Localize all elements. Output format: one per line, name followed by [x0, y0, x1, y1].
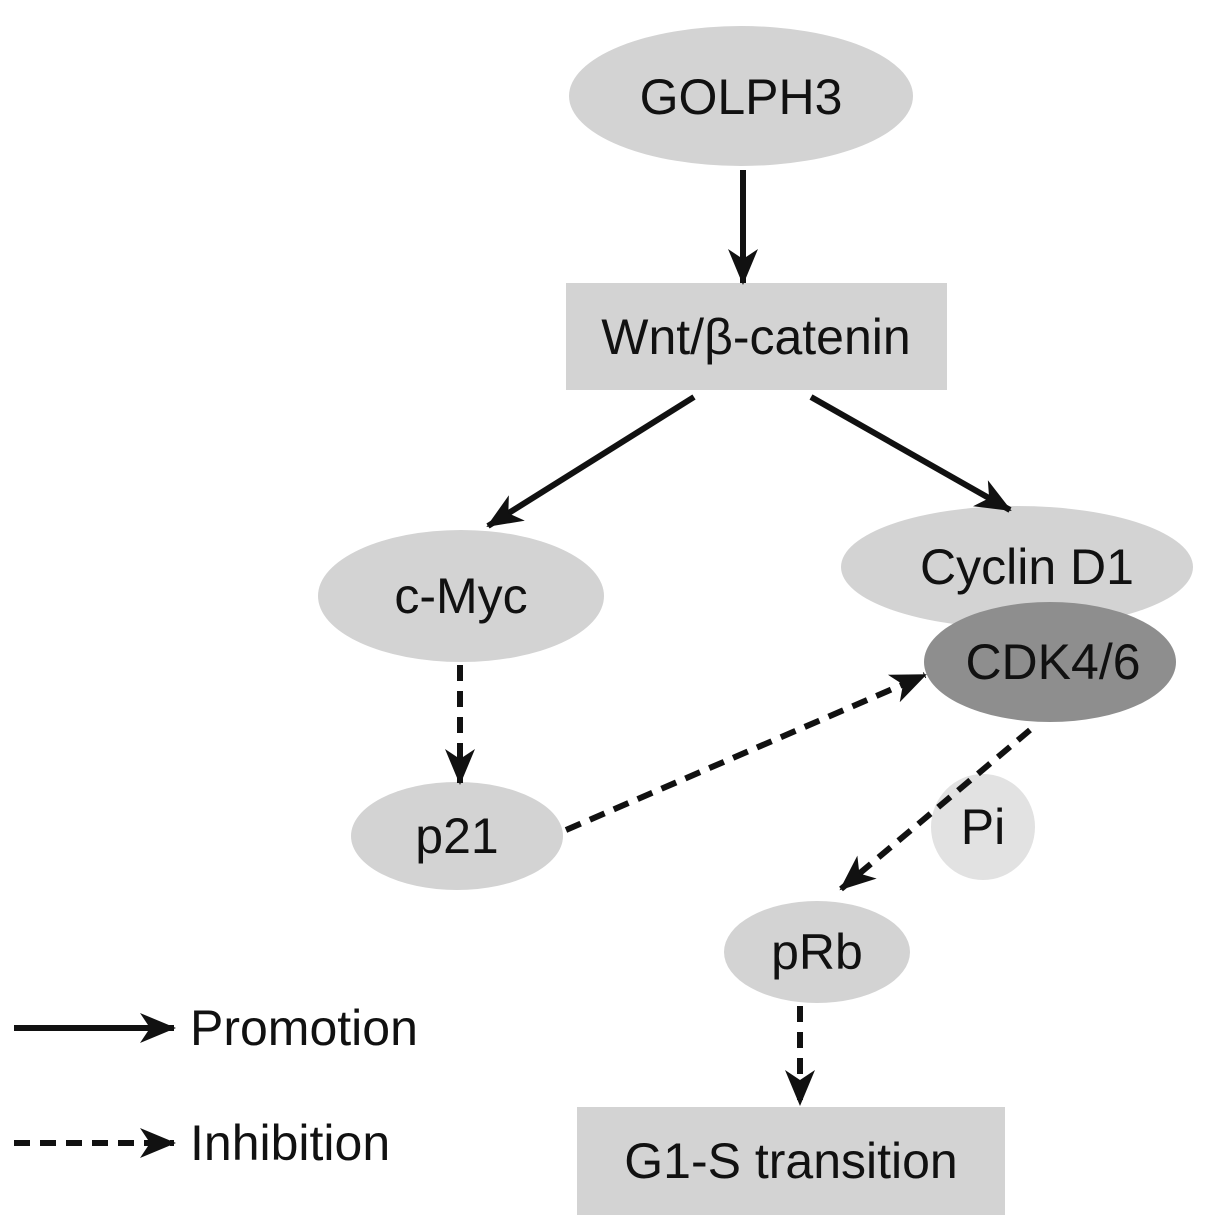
legend-promotion: Promotion	[14, 1000, 418, 1056]
node-prb: pRb	[724, 901, 910, 1003]
legend-inhibition: Inhibition	[14, 1115, 390, 1171]
node-cdk4-6-label: CDK4/6	[965, 634, 1140, 690]
edge-cdk4-6-to-prb	[839, 727, 1032, 892]
node-golph3: GOLPH3	[569, 26, 913, 166]
legend-promotion-label: Promotion	[190, 1000, 418, 1056]
node-c-myc-label: c-Myc	[394, 568, 527, 624]
node-prb-label: pRb	[771, 924, 863, 980]
node-cyclin-d1: Cyclin D1	[841, 506, 1193, 628]
node-c-myc: c-Myc	[318, 530, 604, 662]
edge-wnt-to-cyclin-d1	[809, 394, 1012, 513]
node-pi: Pi	[931, 774, 1035, 880]
node-cyclin-d1-label: Cyclin D1	[920, 539, 1134, 595]
node-cdk4-6: CDK4/6	[924, 602, 1176, 722]
node-p21-label: p21	[415, 808, 498, 864]
legend-inhibition-label: Inhibition	[190, 1115, 390, 1171]
node-pi-label: Pi	[961, 799, 1005, 855]
legend: Promotion Inhibition	[14, 1000, 418, 1171]
node-g1-s-transition-label: G1-S transition	[624, 1133, 957, 1189]
node-p21: p21	[351, 782, 563, 890]
edge-wnt-to-c-myc	[486, 394, 696, 529]
edge-p21-to-cdk4-6	[564, 672, 927, 833]
node-golph3-label: GOLPH3	[640, 69, 843, 125]
node-wnt-beta-catenin-label: Wnt/β-catenin	[601, 309, 910, 365]
node-wnt-beta-catenin: Wnt/β-catenin	[566, 283, 947, 390]
node-g1-s-transition: G1-S transition	[577, 1107, 1005, 1215]
